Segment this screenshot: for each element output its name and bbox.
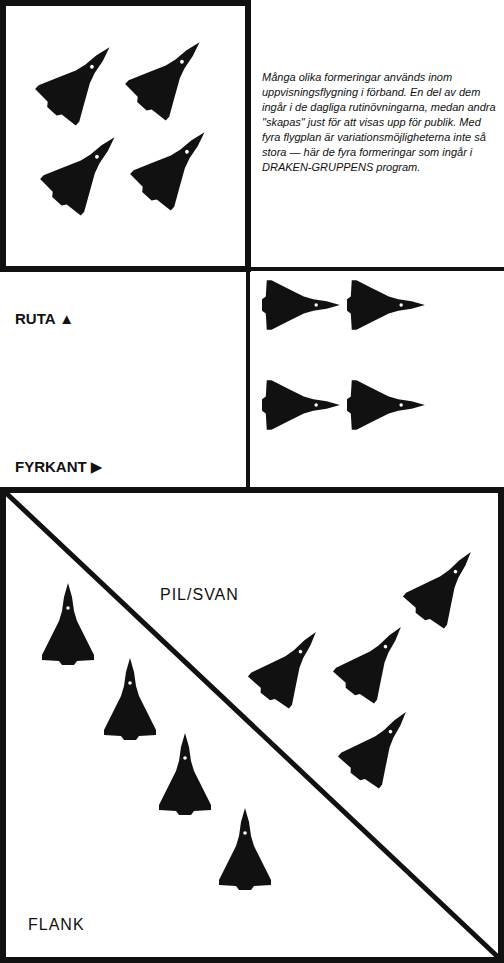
lower-frame xyxy=(3,490,501,960)
intro-text: Många olika formeringar används inom upp… xyxy=(262,70,498,175)
formation-label: RUTA ▲ xyxy=(15,310,215,328)
flank-jets xyxy=(42,583,271,890)
formation-label: FLANK xyxy=(28,915,168,935)
ruta-frame xyxy=(3,3,248,269)
ruta-jets xyxy=(32,24,225,220)
divider-line xyxy=(248,267,504,271)
divider-line xyxy=(246,269,250,490)
formation-label: PIL/SVAN xyxy=(160,585,300,605)
formation-label: FYRKANT ▶ xyxy=(15,458,215,476)
diagonal-divider xyxy=(5,492,499,958)
fyrkant-jets xyxy=(262,280,425,429)
pil-svan-jets xyxy=(245,536,491,793)
